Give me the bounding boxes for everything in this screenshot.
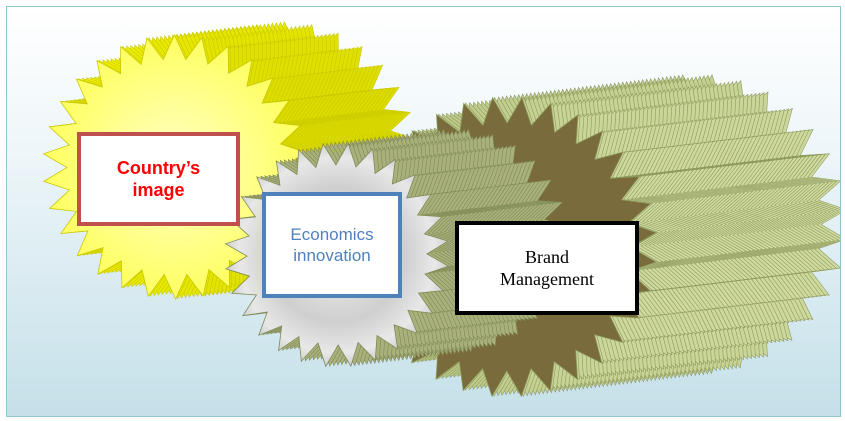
- economics-innovation-node: Economics innovation: [262, 192, 402, 298]
- brand-management-node: Brand Management: [455, 221, 639, 315]
- brand-management-label: Brand Management: [500, 246, 594, 290]
- country-image-label: Country’s image: [116, 157, 201, 201]
- country-image-node: Country’s image: [77, 132, 240, 226]
- diagram-canvas: Country’s image Economics innovation Bra…: [6, 6, 841, 417]
- economics-innovation-label: Economics innovation: [290, 224, 374, 265]
